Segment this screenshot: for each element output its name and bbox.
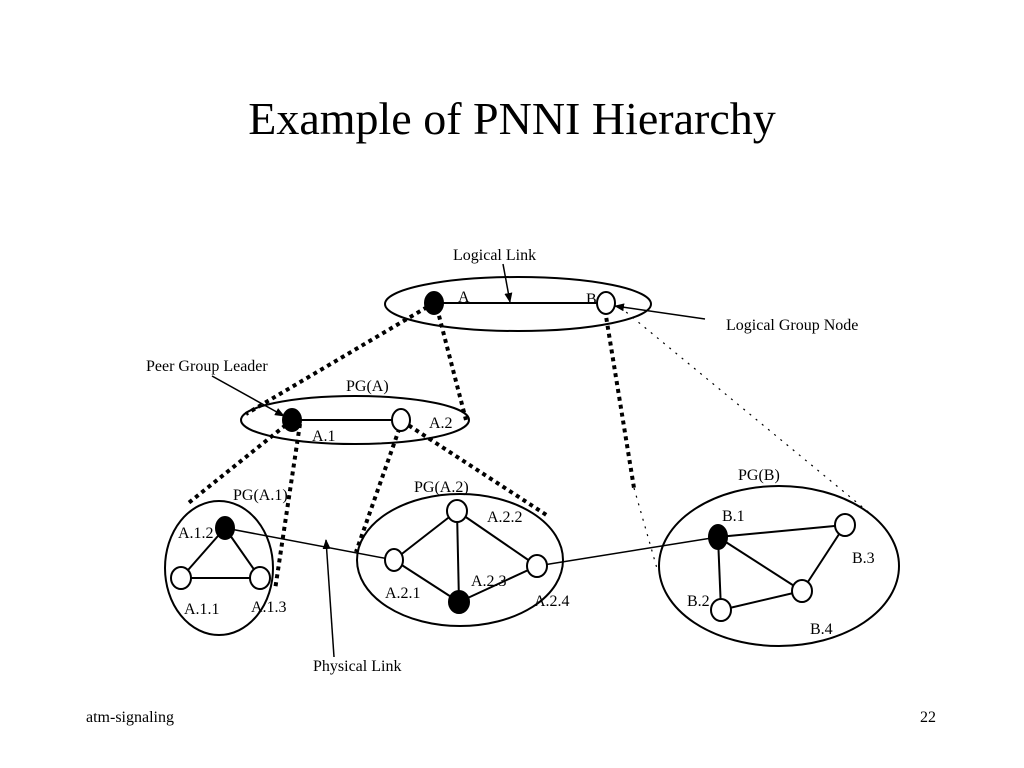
- node-a24: [526, 554, 548, 578]
- node-b-label: B: [586, 291, 597, 308]
- node-b3-label: B.3: [852, 550, 875, 567]
- node-a1-label: A.1: [312, 428, 336, 445]
- hierarchy-line: [184, 418, 294, 507]
- hierarchy-line: [435, 307, 468, 421]
- node-b1: [708, 524, 728, 550]
- pg-a2-links: [393, 510, 538, 603]
- hierarchy-dotted-lines: [184, 301, 636, 591]
- node-a11-label: A.1.1: [184, 601, 220, 618]
- logical-group-node-label: Logical Group Node: [726, 317, 858, 334]
- node-a-label: A: [458, 289, 470, 306]
- peer-group-leader-label: Peer Group Leader: [146, 358, 268, 375]
- logical-group-node-arrow: [614, 303, 706, 320]
- node-b4: [791, 579, 813, 603]
- physical-link-label: Physical Link: [313, 658, 401, 675]
- hierarchy-line: [244, 301, 436, 416]
- pg-a-label: PG(A): [346, 378, 389, 395]
- hierarchy-line: [354, 420, 404, 553]
- physical-link-arrow: [322, 539, 335, 658]
- pg-a2-ellipse: [356, 493, 564, 627]
- page-number: 22: [920, 709, 936, 726]
- link-a21-a22: [393, 510, 458, 561]
- pg-a2-label: PG(A.2): [414, 479, 469, 496]
- pg-b-label: PG(B): [738, 467, 780, 484]
- top-level-peer-group-ellipse: [384, 276, 652, 332]
- node-a13-label: A.1.3: [251, 599, 287, 616]
- link-a22-a24: [456, 510, 538, 567]
- slide-title: Example of PNNI Hierarchy: [248, 93, 776, 144]
- link-b1-b4: [717, 536, 803, 592]
- node-a12-label: A.1.2: [178, 525, 214, 542]
- node-a22: [446, 499, 468, 523]
- node-a2-label: A.2: [429, 415, 453, 432]
- pg-a-ellipse: [240, 395, 470, 445]
- thin-dotted-lines: [619, 306, 873, 573]
- node-a21: [384, 548, 404, 572]
- node-a13: [249, 566, 271, 590]
- node-a22-label: A.2.2: [487, 509, 523, 526]
- logical-link-label: Logical Link: [453, 247, 536, 264]
- hierarchy-line: [603, 309, 636, 489]
- pointer-arrows: [211, 263, 706, 658]
- hierarchy-line: [633, 487, 659, 573]
- hierarchy-line: [273, 423, 302, 591]
- link-a22-a23: [456, 510, 460, 603]
- node-a1: [282, 408, 302, 432]
- link-b2-b4: [720, 590, 803, 611]
- footer-source: atm-signaling: [86, 709, 174, 726]
- node-b2-label: B.2: [687, 593, 710, 610]
- link-a23-a24: [458, 565, 538, 603]
- logical-link-arrow: [502, 263, 513, 303]
- node-a23: [448, 590, 470, 614]
- pg-a1-label: PG(A.1): [233, 487, 288, 504]
- node-b: [596, 291, 616, 315]
- node-a2: [391, 408, 411, 432]
- node-a23-label: A.2.3: [471, 573, 507, 590]
- pg-b-links: [717, 524, 846, 611]
- node-a: [424, 291, 444, 315]
- physical-links: [224, 527, 719, 567]
- node-b1-label: B.1: [722, 508, 745, 525]
- node-a24-label: A.2.4: [534, 593, 570, 610]
- link-b3-b4: [801, 524, 846, 592]
- physical-link-a24-b1: [536, 536, 719, 567]
- link-b1-b3: [717, 524, 846, 538]
- nodes: [170, 291, 856, 622]
- node-b3: [834, 513, 856, 537]
- link-a21-a23: [393, 559, 460, 603]
- node-a11: [170, 566, 192, 590]
- peer-group-leader-arrow: [211, 375, 285, 417]
- physical-link-a12-a21: [224, 527, 395, 561]
- pg-a1-ellipse: [164, 500, 274, 636]
- node-b2: [710, 598, 732, 622]
- node-a21-label: A.2.1: [385, 585, 421, 602]
- node-b4-label: B.4: [810, 621, 833, 638]
- pg-b-ellipse: [658, 485, 900, 647]
- node-a12: [215, 516, 235, 540]
- hierarchy-line: [400, 419, 550, 518]
- hierarchy-line: [619, 306, 873, 516]
